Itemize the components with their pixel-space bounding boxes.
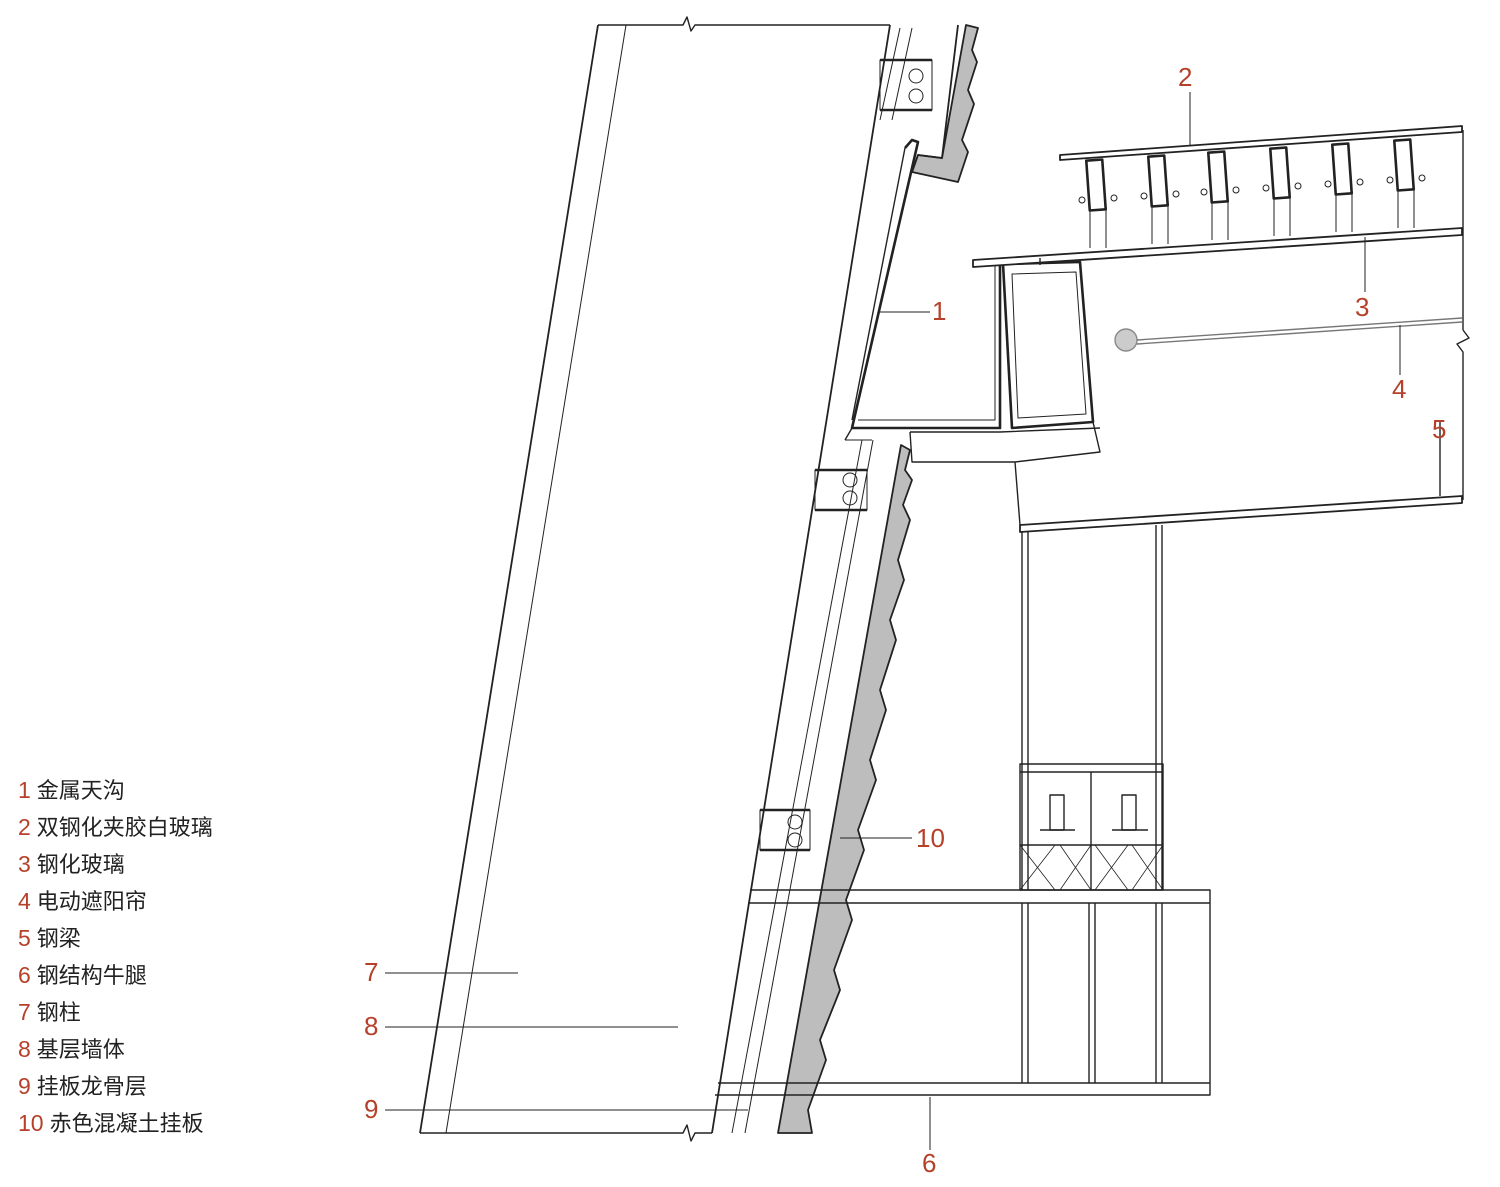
legend-text: 金属天沟: [36, 779, 125, 804]
callout-2: 2: [1178, 62, 1192, 92]
callout-4: 4: [1392, 374, 1406, 404]
legend-number: 4: [18, 888, 31, 914]
legend-text: 赤色混凝土挂板: [49, 1112, 204, 1137]
callout-9: 9: [364, 1094, 378, 1124]
legend-text: 钢柱: [36, 1001, 81, 1026]
legend-text: 钢梁: [36, 927, 81, 952]
legend-number: 2: [18, 814, 31, 840]
legend-text: 双钢化夹胶白玻璃: [36, 816, 213, 841]
steel-corbel: [715, 763, 1211, 1096]
legend-number: 3: [18, 851, 31, 877]
legend-number: 8: [18, 1036, 31, 1062]
base-wall: [711, 24, 906, 1134]
red-concrete-cladding-panel: [777, 24, 979, 1134]
legend-number: 5: [18, 925, 31, 951]
legend-text: 基层墙体: [36, 1038, 125, 1063]
steel-beam: [909, 260, 1463, 890]
motorized-sunshade: [1114, 317, 1463, 352]
steel-column: [419, 16, 890, 1142]
tempered-glass: [972, 130, 1470, 500]
leader-lines: [385, 92, 1401, 1150]
legend-number: 7: [18, 999, 31, 1025]
legend-number: 6: [18, 962, 31, 988]
double-laminated-glass: [1059, 125, 1463, 248]
callout-8: 8: [364, 1011, 378, 1041]
callout-6: 6: [922, 1148, 936, 1178]
legend-text: 钢结构牛腿: [36, 964, 147, 989]
legend-number: 9: [18, 1073, 31, 1099]
cladding-connection-brackets: [759, 58, 933, 852]
callout-10: 10: [916, 823, 945, 853]
legend-text: 钢化玻璃: [36, 853, 125, 878]
callout-7: 7: [364, 957, 378, 987]
metal-gutter: [844, 138, 1101, 441]
cladding-keel-layer: [731, 27, 913, 1134]
legend-number: 1: [18, 777, 31, 803]
legend-number: 10: [18, 1110, 44, 1136]
callout-3: 3: [1355, 292, 1369, 322]
legend-text: 挂板龙骨层: [36, 1075, 147, 1100]
callout-5: 5: [1432, 414, 1446, 444]
callout-1: 1: [932, 296, 946, 326]
legend-text: 电动遮阳帘: [36, 890, 147, 915]
